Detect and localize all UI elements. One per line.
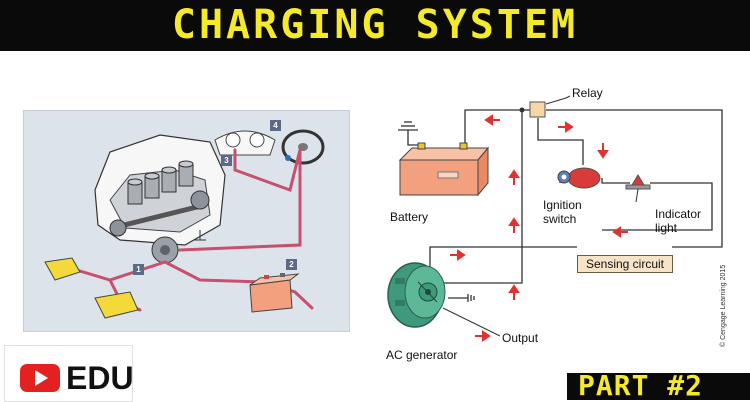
sensing-to-generator-wire <box>429 246 577 278</box>
relay <box>529 101 546 118</box>
ignition-key-icon <box>285 155 291 161</box>
relay-to-sensing-wire <box>546 109 723 248</box>
steering-wheel-icon <box>281 129 325 165</box>
edu-label: EDU <box>66 360 134 396</box>
ignition-switch-label: Ignition switch <box>543 198 582 226</box>
callout-2: 2 <box>286 259 297 270</box>
callout-1: 1 <box>133 264 144 275</box>
ac-generator <box>387 262 446 328</box>
output-label: Output <box>502 331 539 345</box>
banner-title: CHARGING SYSTEM <box>171 2 579 48</box>
relay-label: Relay <box>572 86 603 100</box>
indicator-light <box>625 174 651 203</box>
part-label: PART #2 <box>578 369 704 402</box>
indicator-wire <box>602 182 713 231</box>
sensing-circuit-box: Sensing circuit <box>577 255 673 273</box>
current-flow-arrows <box>450 114 628 342</box>
engine-illustration <box>44 129 325 319</box>
charging-schematic <box>387 95 723 342</box>
battery-to-relay-wire <box>464 109 530 150</box>
ac-generator-label: AC generator <box>386 348 458 362</box>
play-icon <box>35 370 48 386</box>
ignition-switch <box>557 167 601 189</box>
callout-4: 4 <box>270 120 281 131</box>
output-wire <box>440 110 523 284</box>
battery-label: Battery <box>390 210 429 224</box>
callout-3: 3 <box>221 155 232 166</box>
headlight <box>94 291 139 319</box>
battery-pictorial <box>249 279 293 313</box>
copyright-text: © Cengage Learning 2015 <box>720 264 727 347</box>
part-banner <box>567 373 750 400</box>
title-banner <box>0 0 750 51</box>
relay-to-ignition-wire <box>537 118 584 165</box>
indicator-light-label: Indicator light <box>655 207 702 235</box>
headlight <box>44 257 81 281</box>
gauge-cluster <box>214 130 276 156</box>
